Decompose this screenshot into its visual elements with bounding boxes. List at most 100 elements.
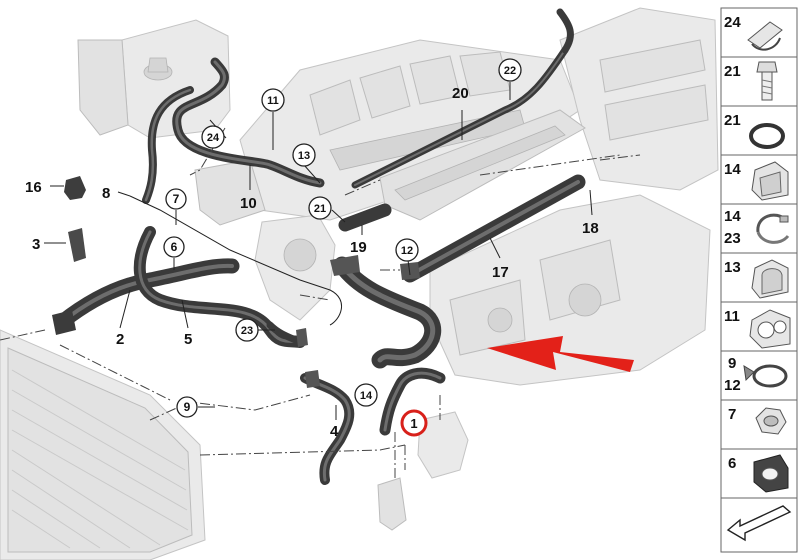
svg-text:6: 6 (728, 455, 736, 472)
svg-text:23: 23 (724, 230, 741, 247)
svg-text:14: 14 (724, 161, 741, 178)
svg-text:14: 14 (724, 208, 741, 225)
svg-text:13: 13 (298, 150, 310, 162)
svg-text:8: 8 (102, 185, 110, 202)
intake-tray (379, 109, 586, 221)
callout-3[interactable]: 3 (32, 236, 40, 253)
svg-text:21: 21 (314, 203, 326, 215)
callout-1[interactable]: 1 (400, 409, 428, 437)
callout-8[interactable]: 8 (102, 185, 110, 202)
lower-fitting (377, 411, 469, 531)
svg-text:14: 14 (360, 390, 373, 402)
radiator (0, 329, 206, 560)
double-clip-icon (749, 309, 791, 349)
svg-text:17: 17 (492, 264, 509, 281)
svg-text:7: 7 (728, 406, 736, 423)
svg-text:10: 10 (240, 195, 257, 212)
clamp-bracket-icon (751, 161, 789, 201)
callout-20[interactable]: 20 (452, 85, 469, 102)
callout-17[interactable]: 17 (492, 264, 509, 281)
tank-hose (142, 57, 325, 204)
parts-row-14-23[interactable]: 14 23 (720, 203, 798, 254)
parts-row-11[interactable]: 11 (720, 301, 798, 352)
callout-11[interactable]: 11 (261, 88, 285, 112)
callout-22[interactable]: 22 (498, 58, 522, 82)
svg-text:9: 9 (184, 400, 191, 414)
water-pump (194, 159, 336, 321)
callout-5[interactable]: 5 (184, 331, 192, 348)
parts-row-14[interactable]: 14 (720, 154, 798, 205)
highlight-arrow (487, 336, 634, 372)
callout-10[interactable]: 10 (240, 195, 257, 212)
parts-row-6[interactable]: 6 (720, 448, 798, 499)
svg-text:24: 24 (724, 14, 741, 31)
callout-2[interactable]: 2 (116, 331, 124, 348)
svg-text:6: 6 (171, 240, 178, 254)
hose-17 (402, 174, 586, 283)
svg-text:9: 9 (728, 355, 736, 372)
hex-nut-icon (755, 407, 787, 435)
hose-clamp-icon (743, 364, 788, 388)
upper-pipe (351, 8, 574, 189)
bracket-clip-icon (751, 259, 789, 299)
rubber-mount-icon (753, 454, 789, 493)
svg-text:12: 12 (724, 377, 741, 394)
left-small-parts (52, 176, 420, 388)
hose-5 (133, 226, 306, 348)
callout-7[interactable]: 7 (165, 188, 187, 210)
callout-13[interactable]: 13 (292, 143, 316, 167)
hose-2 (54, 258, 240, 330)
parts-row-arrow[interactable] (720, 497, 798, 553)
parts-row-9-12[interactable]: 9 12 (720, 350, 798, 401)
svg-text:1: 1 (410, 416, 417, 431)
callout-4[interactable]: 4 (330, 423, 339, 440)
parts-panel: 24 21 21 (720, 7, 798, 553)
parts-row-21-bolt[interactable]: 21 (720, 56, 798, 107)
spring-clip-icon (756, 213, 790, 244)
valve-cover (559, 7, 719, 191)
svg-text:5: 5 (184, 331, 192, 348)
svg-text:22: 22 (504, 65, 516, 77)
svg-text:12: 12 (401, 245, 413, 257)
callout-24[interactable]: 24 (201, 125, 225, 149)
callout-23[interactable]: 23 (235, 318, 259, 342)
callout-labels: 16 8 3 2 5 6 7 10 11 24 13 21 19 12 22 2… (25, 58, 599, 440)
svg-text:16: 16 (25, 179, 42, 196)
svg-text:24: 24 (207, 132, 220, 144)
callout-6[interactable]: 6 (163, 236, 185, 258)
svg-text:21: 21 (724, 63, 741, 80)
bolt-icon (756, 61, 778, 101)
hose-1 (333, 256, 446, 436)
callout-21[interactable]: 21 (308, 196, 332, 220)
hose-19 (338, 203, 392, 232)
parts-row-24[interactable]: 24 (720, 7, 798, 58)
callout-16[interactable]: 16 (25, 179, 42, 196)
hose-4 (300, 373, 355, 485)
parts-row-21-ring[interactable]: 21 (720, 105, 798, 156)
assembly-lines (0, 127, 641, 480)
callout-14[interactable]: 14 (354, 383, 378, 407)
svg-text:23: 23 (241, 325, 253, 337)
svg-text:4: 4 (330, 423, 339, 440)
svg-text:7: 7 (173, 192, 180, 206)
callout-18[interactable]: 18 (582, 220, 599, 237)
parts-row-13[interactable]: 13 (720, 252, 798, 303)
svg-text:11: 11 (724, 308, 740, 325)
svg-text:19: 19 (350, 239, 367, 256)
expansion-tank (77, 19, 231, 139)
callout-19[interactable]: 19 (350, 239, 367, 256)
parts-row-7[interactable]: 7 (720, 399, 798, 450)
engine-block (429, 194, 711, 386)
svg-text:18: 18 (582, 220, 599, 237)
svg-text:20: 20 (452, 85, 469, 102)
arrow-icon (726, 505, 792, 542)
callout-12[interactable]: 12 (395, 238, 419, 262)
svg-text:3: 3 (32, 236, 40, 253)
callout-9[interactable]: 9 (176, 396, 198, 418)
hose-clip-icon (747, 21, 783, 51)
svg-text:13: 13 (724, 259, 741, 276)
svg-text:2: 2 (116, 331, 124, 348)
svg-text:21: 21 (724, 112, 741, 129)
bleed-line (129, 195, 342, 326)
